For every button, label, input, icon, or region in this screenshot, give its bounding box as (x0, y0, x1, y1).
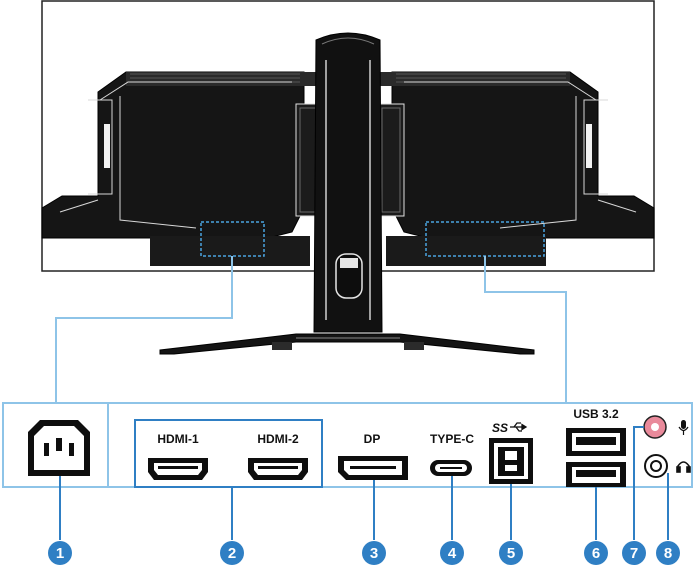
port-panel: HDMI-1 HDMI-2 DP TYPE-C SS (2, 402, 693, 488)
callout-badges: 1 2 3 4 5 6 7 8 (48, 541, 680, 565)
svg-text:7: 7 (630, 545, 638, 562)
callout-badge-2: 2 (220, 541, 244, 565)
right-grip-slot (586, 124, 592, 168)
callout-lines (59, 426, 669, 540)
microphone-icon (678, 420, 689, 435)
headphone-icon (676, 461, 691, 473)
usb-type-c-port (430, 460, 472, 476)
stand-base (159, 333, 535, 355)
hdmi-2-port (248, 458, 308, 480)
dp-label: DP (364, 432, 381, 446)
svg-text:3: 3 (370, 545, 378, 562)
stand-base-foot-right (404, 342, 424, 350)
usb-3-2-label: USB 3.2 (573, 407, 619, 421)
stand-neck-edge (321, 37, 375, 45)
svg-text:5: 5 (507, 545, 515, 562)
svg-text:2: 2 (228, 545, 236, 562)
callout-badge-4: 4 (440, 541, 464, 565)
ss-label: SS (492, 421, 508, 435)
connector-lines (55, 256, 567, 403)
type-c-label: TYPE-C (430, 432, 474, 446)
svg-text:4: 4 (448, 545, 457, 562)
microphone-jack (643, 415, 667, 439)
left-grip-slot (104, 124, 110, 168)
hdmi-2-label: HDMI-2 (257, 432, 299, 446)
housing-contour-lines (59, 81, 637, 229)
usb-a-port-top (566, 428, 626, 456)
callout-badge-3: 3 (362, 541, 386, 565)
stand-neck (313, 32, 383, 333)
port-area-left-dashed-box (200, 221, 265, 257)
superspeed-usb-logo: SS (492, 421, 528, 435)
stand-base-foot-left (272, 342, 292, 350)
svg-text:1: 1 (56, 545, 64, 562)
callout-badge-6: 6 (584, 541, 608, 565)
hdmi-group-box (134, 419, 323, 488)
connector-right (484, 256, 567, 403)
callout-badge-5: 5 (499, 541, 523, 565)
callout-badge-7: 7 (622, 541, 646, 565)
usb-b-port (489, 438, 533, 484)
vesa-inner-right (381, 107, 401, 213)
callout-badge-8: 8 (656, 541, 680, 565)
hdmi-1-port (148, 458, 208, 480)
monitor-rear-view (41, 0, 655, 355)
svg-text:8: 8 (664, 545, 672, 562)
svg-text:6: 6 (592, 545, 600, 562)
callout-badge-1: 1 (48, 541, 72, 565)
lower-left-panel (150, 236, 310, 266)
usb-a-port-bottom (566, 462, 626, 487)
displayport-port (338, 456, 408, 480)
usb-symbol-icon (510, 422, 528, 432)
hdmi-1-label: HDMI-1 (157, 432, 199, 446)
ac-power-inlet (28, 420, 90, 476)
lower-right-panel (386, 236, 546, 266)
connector-left (55, 256, 233, 403)
headphone-jack (644, 454, 668, 478)
